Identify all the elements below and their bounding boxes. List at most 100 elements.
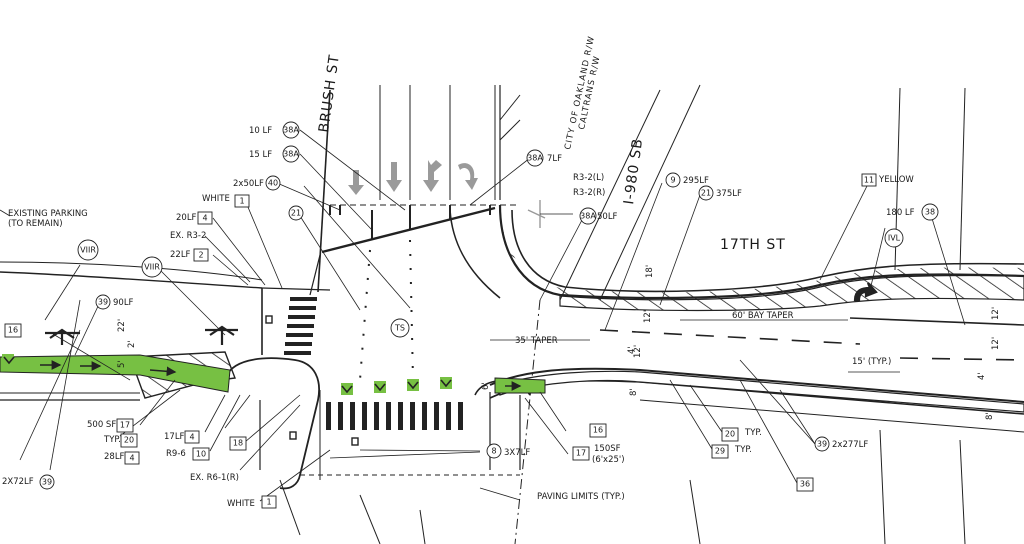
svg-text:16: 16 (593, 426, 603, 435)
svg-text:9: 9 (670, 176, 675, 185)
callout-21-b: 21 (698, 185, 714, 201)
callout-40: 40 (265, 175, 281, 191)
callout-39-b: 39 (39, 474, 55, 490)
svg-text:40: 40 (268, 179, 278, 188)
svg-text:17LF: 17LF (164, 432, 185, 442)
callout-box-18: 18 (229, 436, 247, 451)
svg-text:8: 8 (491, 447, 496, 456)
callout-ivl: IVL (884, 228, 904, 248)
svg-text:500 SF: 500 SF (87, 420, 116, 430)
svg-text:21: 21 (291, 209, 301, 218)
svg-text:VIIR: VIIR (144, 263, 160, 272)
callout-box-2: 2 (193, 248, 209, 262)
box-callouts: 1 4 2 16 17 20 4 10 4 18 1 11 16 17 20 2… (4, 173, 877, 509)
svg-text:295LF: 295LF (683, 176, 709, 186)
street-labels: BRUSH ST I-980 SB 17TH ST CITY OF OAKLAN… (316, 35, 786, 253)
svg-text:3X7LF: 3X7LF (504, 448, 530, 458)
svg-text:17: 17 (120, 421, 130, 430)
callout-39-c: 39 (814, 436, 830, 452)
svg-text:VIIR: VIIR (80, 246, 96, 255)
svg-text:20LF: 20LF (176, 213, 197, 223)
svg-text:4: 4 (202, 214, 207, 223)
callout-box-1-top: 1 (234, 194, 250, 208)
callout-38a-4: 38A (579, 207, 597, 225)
svg-text:36: 36 (800, 480, 810, 489)
callout-box-4-a: 4 (197, 211, 213, 225)
lane-extension-dots (359, 239, 414, 381)
callout-ts: TS (390, 318, 410, 338)
svg-text:(6'x25'): (6'x25') (592, 455, 625, 465)
svg-text:38A: 38A (527, 154, 543, 163)
callout-38a-3: 38A (526, 149, 544, 167)
svg-text:IVL: IVL (888, 234, 901, 243)
svg-text:1: 1 (239, 197, 244, 206)
svg-text:22': 22' (117, 319, 127, 332)
stop-line-bars-north (329, 205, 491, 240)
svg-text:PAVING LIMITS (TYP.): PAVING LIMITS (TYP.) (537, 492, 625, 502)
plan-notes: EXISTING PARKING (TO REMAIN) 10 LF 15 LF… (2, 126, 1001, 509)
svg-text:15 LF: 15 LF (249, 150, 272, 160)
svg-text:150SF: 150SF (594, 444, 621, 454)
svg-text:R3-2(L): R3-2(L) (573, 173, 604, 183)
svg-text:TYP.: TYP. (744, 428, 762, 438)
svg-text:39: 39 (42, 478, 52, 487)
callout-box-4-b: 4 (184, 430, 200, 444)
svg-text:38: 38 (925, 208, 935, 217)
callout-box-4-c: 4 (124, 451, 140, 465)
svg-text:39: 39 (817, 440, 827, 449)
svg-text:18: 18 (233, 439, 243, 448)
svg-text:12': 12' (991, 337, 1001, 350)
callout-8: 8 (486, 443, 502, 459)
svg-text:12': 12' (643, 310, 653, 323)
callout-38a-1: 38A (282, 121, 300, 139)
svg-text:4: 4 (129, 454, 134, 463)
bike-lanes (0, 354, 546, 395)
svg-text:TYP.: TYP. (103, 435, 121, 445)
svg-text:4: 4 (189, 433, 194, 442)
svg-text:WHITE: WHITE (202, 194, 230, 204)
svg-text:20: 20 (725, 430, 735, 439)
svg-text:5': 5' (117, 360, 127, 368)
callout-box-16-right: 16 (589, 423, 607, 438)
svg-text:35' TAPER: 35' TAPER (515, 336, 558, 346)
callout-viir-1: VIIR (77, 239, 99, 261)
svg-text:17: 17 (576, 449, 586, 458)
svg-text:12': 12' (633, 345, 643, 358)
svg-text:39: 39 (98, 298, 108, 307)
svg-text:15' (TYP.): 15' (TYP.) (852, 357, 891, 367)
svg-text:375LF: 375LF (716, 189, 742, 199)
svg-text:11: 11 (864, 176, 874, 185)
roadway-edges (0, 84, 1024, 544)
svg-text:4': 4' (627, 346, 637, 354)
svg-text:2X72LF: 2X72LF (2, 477, 34, 487)
svg-text:(TO REMAIN): (TO REMAIN) (8, 219, 63, 229)
street-name-i980: I-980 SB (621, 137, 646, 205)
svg-text:60' BAY TAPER: 60' BAY TAPER (732, 311, 794, 321)
svg-text:EX. R6-1(R): EX. R6-1(R) (190, 473, 239, 483)
callout-21-a: 21 (288, 205, 304, 221)
crosswalk-north-west (284, 297, 317, 355)
svg-text:50LF: 50LF (597, 212, 618, 222)
svg-text:R3-2(R): R3-2(R) (573, 188, 605, 198)
callout-9: 9 (665, 172, 681, 188)
svg-text:28LF: 28LF (104, 452, 125, 462)
svg-text:180 LF: 180 LF (886, 208, 915, 218)
svg-text:8': 8' (629, 388, 639, 396)
leader-lines (0, 129, 966, 502)
street-name-17th: 17TH ST (720, 237, 786, 253)
callout-box-20-left: 20 (120, 433, 138, 448)
callout-box-29: 29 (711, 444, 729, 459)
svg-text:29: 29 (715, 447, 725, 456)
callout-box-20-right: 20 (721, 427, 739, 442)
svg-text:18': 18' (645, 265, 655, 278)
svg-text:20: 20 (124, 436, 134, 445)
callout-39-a: 39 (95, 294, 111, 310)
svg-text:8': 8' (985, 412, 995, 420)
svg-text:TYP.: TYP. (734, 445, 752, 455)
svg-text:1: 1 (266, 498, 271, 507)
svg-text:10: 10 (196, 450, 206, 459)
circle-callouts: 38A 38A 40 21 38A 38A 9 21 38 39 39 39 8… (39, 121, 939, 490)
callout-box-36: 36 (796, 477, 814, 492)
svg-text:90LF: 90LF (113, 298, 134, 308)
svg-text:16: 16 (8, 326, 18, 335)
